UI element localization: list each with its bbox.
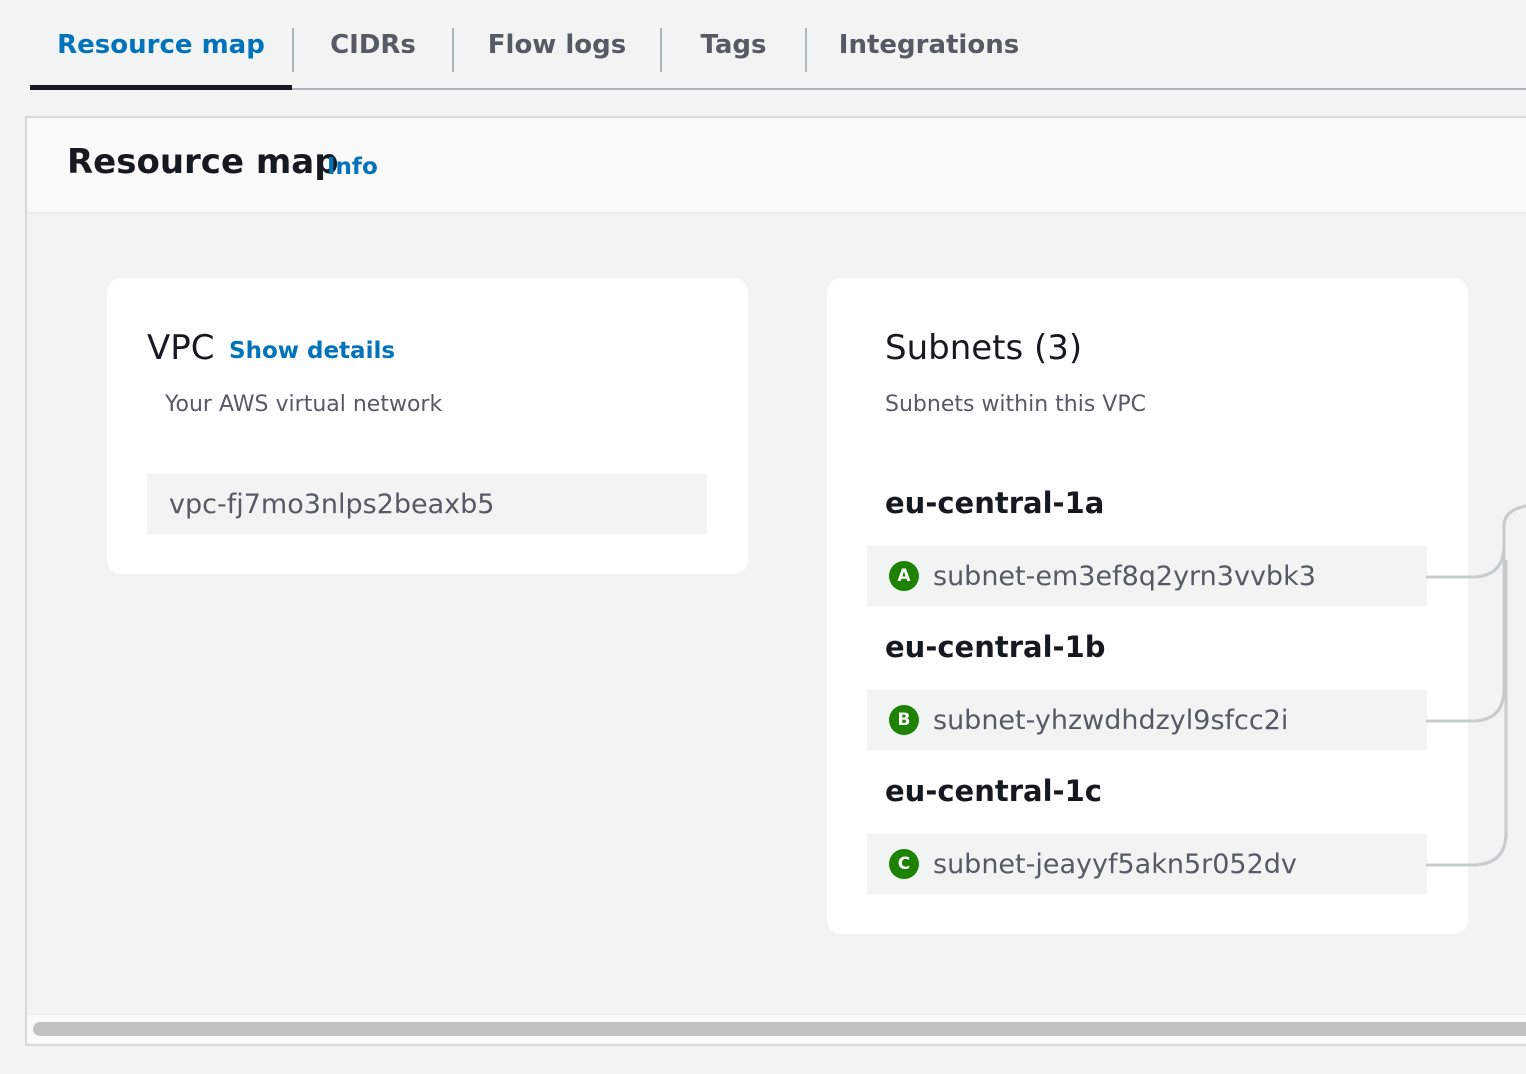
tab-divider <box>452 28 454 72</box>
tab-divider <box>660 28 662 72</box>
subnet-badge-icon: C <box>889 849 919 879</box>
tab-flow-logs[interactable]: Flow logs <box>487 30 627 60</box>
tab-cidrs[interactable]: CIDRs <box>330 30 416 60</box>
vpc-card-title: VPC <box>147 328 215 368</box>
subnets-description: Subnets within this VPC <box>885 392 1146 417</box>
vpc-description: Your AWS virtual network <box>165 392 443 417</box>
horizontal-scrollbar[interactable] <box>27 1014 1526 1043</box>
subnet-item-1b[interactable]: B subnet-yhzwdhdzyl9sfcc2i <box>867 690 1427 750</box>
tab-divider <box>805 28 807 72</box>
panel-header: Resource map Info <box>27 118 1526 214</box>
subnet-item-1a[interactable]: A subnet-em3ef8q2yrn3vvbk3 <box>867 546 1427 606</box>
subnet-id: subnet-em3ef8q2yrn3vvbk3 <box>933 560 1316 592</box>
az-label-1a: eu-central-1a <box>885 486 1105 520</box>
tab-divider <box>292 28 294 72</box>
subnet-badge-icon: A <box>889 561 919 591</box>
az-label-1c: eu-central-1c <box>885 774 1102 808</box>
subnets-card-title: Subnets (3) <box>885 328 1083 368</box>
active-tab-indicator <box>30 85 292 90</box>
az-label-1b: eu-central-1b <box>885 630 1106 664</box>
vpc-id: vpc-fj7mo3nlps2beaxb5 <box>169 488 495 520</box>
resource-map-panel: Resource map Info VPC Show details Your … <box>25 116 1526 1046</box>
scrollbar-thumb[interactable] <box>33 1022 1526 1036</box>
vpc-id-box[interactable]: vpc-fj7mo3nlps2beaxb5 <box>147 474 707 534</box>
show-details-link[interactable]: Show details <box>229 338 396 364</box>
tab-resource-map[interactable]: Resource map <box>57 30 265 60</box>
tab-bar: Resource map CIDRs Flow logs Tags Integr… <box>30 0 1526 90</box>
subnets-card: Subnets (3) Subnets within this VPC eu-c… <box>827 278 1468 934</box>
info-link[interactable]: Info <box>327 154 378 180</box>
subnet-badge-icon: B <box>889 705 919 735</box>
tab-integrations[interactable]: Integrations <box>838 30 1020 60</box>
subnet-id: subnet-jeayyf5akn5r052dv <box>933 848 1297 880</box>
subnet-item-1c[interactable]: C subnet-jeayyf5akn5r052dv <box>867 834 1427 894</box>
page-title: Resource map <box>67 142 339 182</box>
tab-tags[interactable]: Tags <box>700 30 767 60</box>
vpc-card: VPC Show details Your AWS virtual networ… <box>107 278 748 574</box>
subnet-id: subnet-yhzwdhdzyl9sfcc2i <box>933 704 1289 736</box>
